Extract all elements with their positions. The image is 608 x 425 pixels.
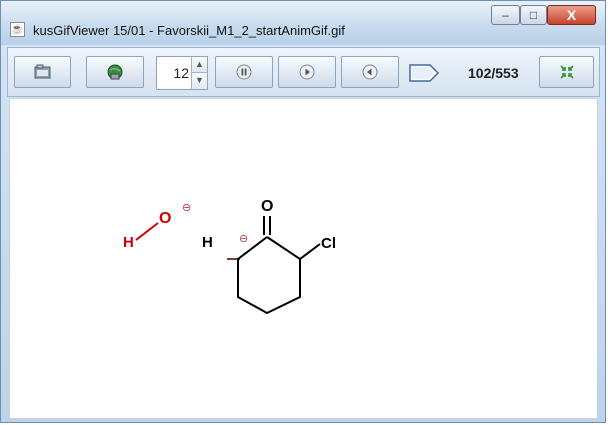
close-button[interactable]: X xyxy=(547,5,596,25)
minimize-icon: – xyxy=(502,8,509,22)
frame-counter: 102/553 xyxy=(468,65,519,81)
shrink-button[interactable] xyxy=(539,56,594,88)
step-back-icon xyxy=(362,64,378,80)
maximize-icon: □ xyxy=(529,8,538,22)
play-icon xyxy=(299,64,315,80)
open-button[interactable] xyxy=(14,56,71,88)
slider-thumb-icon[interactable] xyxy=(408,63,440,83)
shrink-icon xyxy=(559,65,574,79)
pause-button[interactable] xyxy=(215,56,273,88)
hydroxide-h-label: H xyxy=(123,234,134,251)
window-title: kusGifViewer 15/01 - Favorskii_M1_2_star… xyxy=(33,23,345,38)
carbonyl-o-label: O xyxy=(261,198,273,215)
ccl-bond xyxy=(299,243,321,260)
pause-icon xyxy=(236,64,252,80)
play-button[interactable] xyxy=(278,56,336,88)
hydroxide-o-label: O xyxy=(159,210,171,227)
cyclohexane-ring xyxy=(237,236,301,315)
chlorine-label: Cl xyxy=(321,235,336,252)
oh-bond xyxy=(135,222,159,241)
speed-value[interactable]: 12 xyxy=(173,65,189,81)
hydroxide-charge-label: ⊖ xyxy=(182,202,191,214)
spin-up-button[interactable]: ▲ xyxy=(191,57,207,73)
animation-canvas: H O ⊖ H ⊖ O Cl xyxy=(9,98,598,419)
globe-save-icon xyxy=(107,64,123,80)
toolbar: 12 ▲ ▼ 102/553 xyxy=(7,47,600,97)
java-cup-icon: ☕ xyxy=(10,22,25,37)
maximize-button[interactable]: □ xyxy=(520,5,547,25)
minimize-button[interactable]: – xyxy=(491,5,520,25)
spin-down-button[interactable]: ▼ xyxy=(191,73,207,89)
step-back-button[interactable] xyxy=(341,56,399,88)
save-button[interactable] xyxy=(86,56,144,88)
carbanion-charge-label: ⊖ xyxy=(239,233,248,245)
alpha-h-label: H xyxy=(202,234,213,251)
molecule-drawing: H O ⊖ H ⊖ O Cl xyxy=(123,198,336,315)
speed-spinner[interactable]: 12 ▲ ▼ xyxy=(156,56,208,90)
title-bar[interactable]: ☕ kusGifViewer 15/01 - Favorskii_M1_2_st… xyxy=(1,1,605,45)
folder-open-icon xyxy=(34,64,50,79)
close-icon: X xyxy=(566,7,577,23)
